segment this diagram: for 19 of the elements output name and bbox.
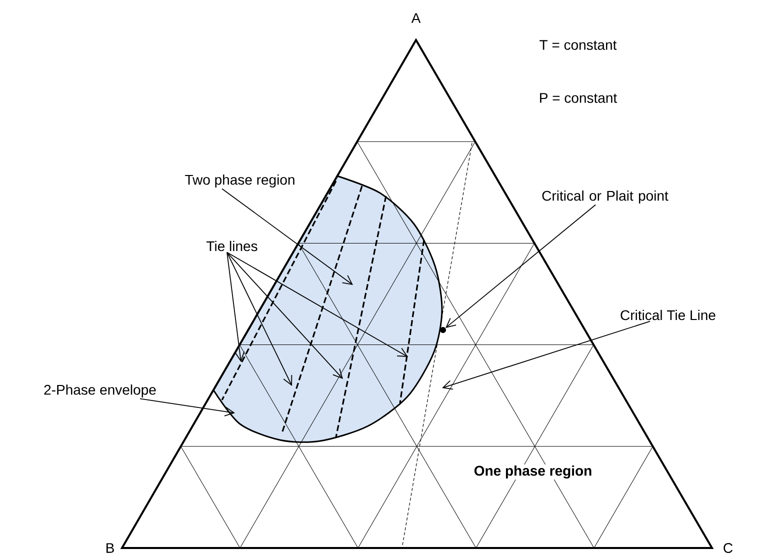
leader-arrow: [226, 252, 292, 386]
leader-arrow: [140, 398, 235, 416]
condition-label: T = constant: [538, 39, 618, 51]
axis-vertex-label: A: [410, 12, 422, 24]
callout-text: Critical or Plait point: [542, 190, 668, 204]
callout-text: 2-Phase envelope: [44, 384, 156, 398]
axis-vertex-label: B: [104, 542, 116, 554]
leader-arrow: [226, 252, 408, 357]
leader-arrow: [226, 252, 343, 379]
leader-arrow: [445, 204, 596, 328]
leader-arrow: [222, 188, 353, 285]
leader-arrow: [226, 252, 245, 362]
region-label: One phase region: [472, 464, 594, 480]
callout-text: Two phase region: [185, 174, 294, 188]
leader-arrow: [442, 320, 650, 390]
axis-vertex-label: C: [722, 542, 734, 554]
callout-text: Critical Tie Line: [620, 310, 716, 320]
condition-label: P = constant: [538, 92, 618, 104]
callout-text: Tie lines: [206, 240, 258, 252]
